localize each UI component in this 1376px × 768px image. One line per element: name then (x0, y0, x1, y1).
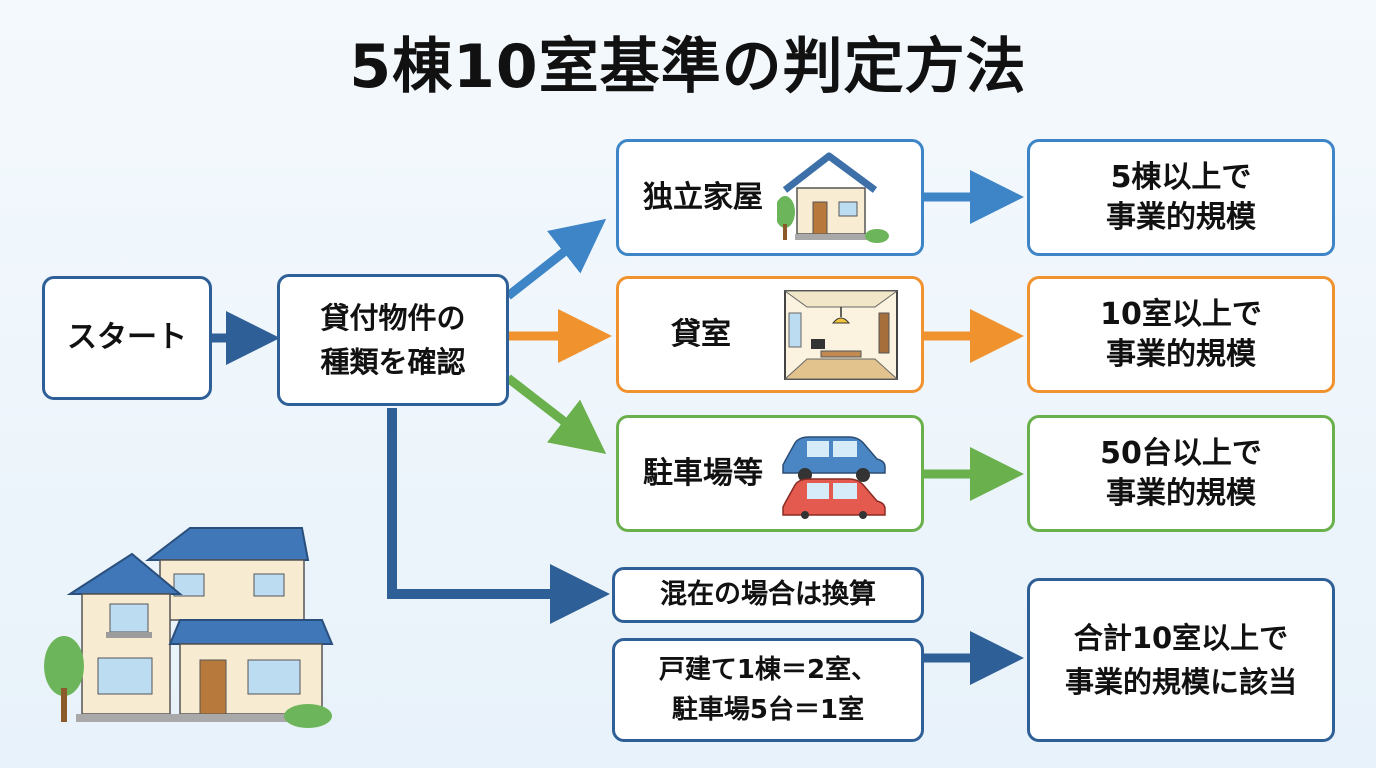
type-label-detached-house: 独立家屋 (643, 179, 763, 215)
mixed-rule-box: 戸建て1棟＝2室、 駐車場5台＝1室 (612, 638, 924, 742)
result-label-room: 10室以上で 事業的規模 (1100, 296, 1262, 372)
mixed-rule-label: 戸建て1棟＝2室、 駐車場5台＝1室 (658, 655, 878, 725)
type-box-room: 貸室 (616, 276, 924, 393)
type-box-detached-house: 独立家屋 (616, 139, 924, 256)
result-box-parking: 50台以上で 事業的規模 (1027, 415, 1335, 532)
two-story-house-icon (44, 527, 334, 728)
result-label-parking: 50台以上で 事業的規模 (1100, 435, 1262, 511)
mixed-heading-box: 混在の場合は換算 (612, 567, 924, 623)
mixed-result-box: 合計10室以上で 事業的規模に該当 (1027, 578, 1335, 742)
result-box-room: 10室以上で 事業的規模 (1027, 276, 1335, 393)
result-box-detached-house: 5棟以上で 事業的規模 (1027, 139, 1335, 256)
type-label-parking: 駐車場等 (643, 455, 763, 491)
check-type-box: 貸付物件の 種類を確認 (277, 274, 509, 406)
arrow-to-mixed (387, 408, 610, 624)
arrow-to-detached (505, 218, 607, 300)
detached-house-icon (777, 152, 889, 243)
page-title: 5棟10室基準の判定方法 (349, 32, 1027, 102)
start-box: スタート (42, 276, 212, 400)
mixed-heading-label: 混在の場合は換算 (660, 579, 876, 610)
arrow-to-parking (505, 374, 607, 455)
result-label-detached-house: 5棟以上で 事業的規模 (1106, 159, 1256, 235)
check-type-label: 貸付物件の 種類を確認 (320, 301, 466, 379)
type-label-room: 貸室 (671, 316, 731, 352)
type-box-parking: 駐車場等 (616, 415, 924, 532)
start-label: スタート (67, 320, 187, 355)
mixed-result-label: 合計10室以上で 事業的規模に該当 (1064, 621, 1297, 699)
parked-cars-icon (782, 435, 886, 519)
apartment-room-icon (783, 289, 899, 380)
